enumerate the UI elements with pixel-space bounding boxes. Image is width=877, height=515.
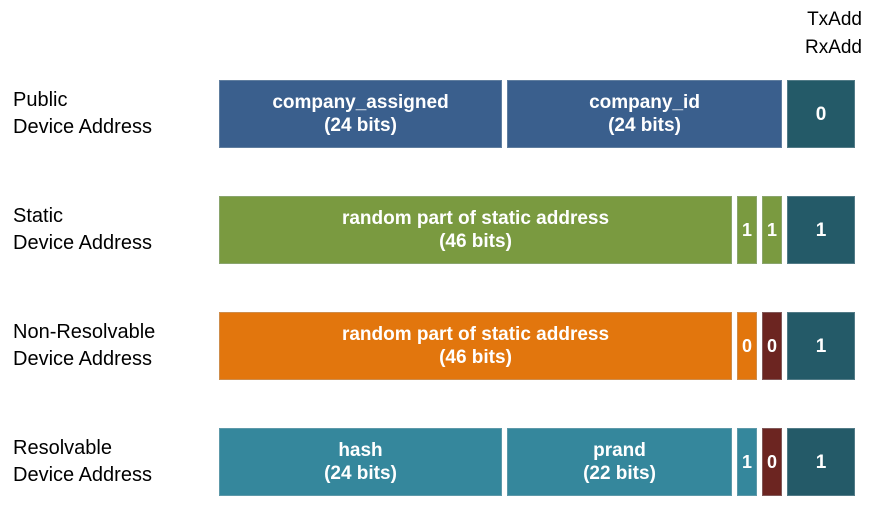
field-name: hash	[338, 440, 383, 461]
row-label-resolvable: Resolvable Device Address	[0, 428, 219, 496]
row-label-line1: Static	[13, 205, 64, 227]
row-label-non-resolvable: Non-Resolvable Device Address	[0, 312, 219, 380]
field-name: company_id	[589, 92, 700, 113]
row-label-line2: Device Address	[13, 232, 152, 254]
row-static-device-address: Static Device Address random part of sta…	[0, 196, 877, 264]
flag-bit-value: 0	[741, 335, 752, 356]
field-company-id: company_id (24 bits)	[507, 80, 782, 148]
txadd-bit-static: 1	[787, 196, 855, 264]
flag-bit-value: 0	[766, 451, 777, 472]
txadd-label: TxAdd	[807, 9, 862, 30]
field-name: company_assigned	[272, 92, 449, 113]
txadd-rxadd-header: TxAdd RxAdd	[805, 6, 862, 62]
rxadd-label: RxAdd	[804, 37, 862, 58]
flag-bit-2: 1	[762, 196, 782, 264]
flag-bit-value: 1	[741, 451, 752, 472]
row-label-line2: Device Address	[13, 348, 152, 370]
field-name: prand	[593, 440, 646, 461]
field-random-part-static: random part of static address (46 bits)	[219, 196, 732, 264]
flag-bit-1: 0	[737, 312, 757, 380]
field-bits: (24 bits)	[324, 115, 397, 136]
row-label-line1: Public	[13, 89, 68, 111]
txadd-bit-value: 0	[815, 103, 827, 125]
field-random-part-static: random part of static address (46 bits)	[219, 312, 732, 380]
row-resolvable-device-address: Resolvable Device Address hash (24 bits)…	[0, 428, 877, 496]
field-hash: hash (24 bits)	[219, 428, 502, 496]
field-bits: (46 bits)	[439, 231, 512, 252]
txadd-bit-value: 1	[815, 335, 827, 357]
field-name: random part of static address	[341, 208, 610, 229]
txadd-bit-public: 0	[787, 80, 855, 148]
row-label-line2: Device Address	[13, 116, 152, 138]
row-label-line1: Resolvable	[13, 437, 112, 459]
txadd-bit-value: 1	[815, 451, 827, 473]
field-company-assigned: company_assigned (24 bits)	[219, 80, 502, 148]
row-label-static: Static Device Address	[0, 196, 219, 264]
row-label-public: Public Device Address	[0, 80, 219, 148]
txadd-bit-non-resolvable: 1	[787, 312, 855, 380]
flag-bit-value: 1	[766, 219, 777, 240]
field-prand: prand (22 bits)	[507, 428, 732, 496]
field-bits: (24 bits)	[324, 463, 397, 484]
field-bits: (22 bits)	[583, 463, 656, 484]
row-non-resolvable-device-address: Non-Resolvable Device Address random par…	[0, 312, 877, 380]
flag-bit-2: 0	[762, 428, 782, 496]
txadd-bit-resolvable: 1	[787, 428, 855, 496]
row-label-line1: Non-Resolvable	[13, 321, 156, 343]
flag-bit-1: 1	[737, 428, 757, 496]
txadd-bit-value: 1	[815, 219, 827, 241]
flag-bit-value: 1	[741, 219, 752, 240]
row-label-line2: Device Address	[13, 464, 152, 486]
field-name: random part of static address	[341, 324, 610, 345]
flag-bit-1: 1	[737, 196, 757, 264]
flag-bit-value: 0	[766, 335, 777, 356]
field-bits: (24 bits)	[608, 115, 681, 136]
row-public-device-address: Public Device Address company_assigned (…	[0, 80, 877, 148]
flag-bit-2: 0	[762, 312, 782, 380]
field-bits: (46 bits)	[439, 347, 512, 368]
